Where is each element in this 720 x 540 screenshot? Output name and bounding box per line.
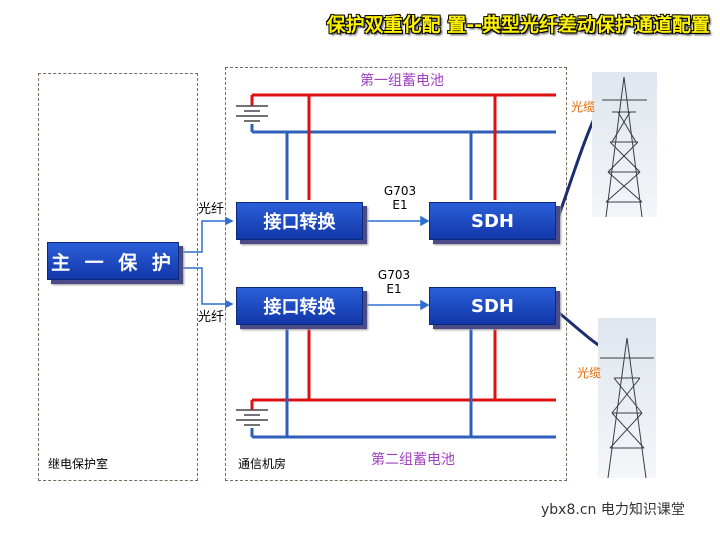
- sdh-box-bottom: SDH: [429, 287, 556, 325]
- relay-room-label: 继电保护室: [48, 457, 109, 471]
- fiber-label-top: 光纤: [198, 202, 225, 217]
- tower-photo-bottom: [598, 318, 656, 478]
- link-arrow-bottom: [364, 299, 430, 311]
- battery1-symbol: [236, 105, 268, 122]
- watermark-text: ybx8.cn 电力知识课堂: [541, 502, 685, 518]
- link-label-bottom-line2: E1: [386, 282, 402, 296]
- transmission-tower-icon: [602, 76, 647, 217]
- page-title: 保护双重化配 置--典型光纤差动保护通道配置: [326, 14, 710, 36]
- link-label-bottom: G703 E1: [369, 268, 419, 296]
- fiber-link-top: [177, 216, 234, 253]
- battery-group1-label: 第一组蓄电池: [360, 73, 444, 89]
- comm-room-region: [225, 67, 567, 481]
- tower-photo-top: [592, 72, 657, 217]
- fiber-link-bottom: [177, 267, 234, 309]
- interface-box-bottom: 接口转换: [236, 287, 363, 325]
- link-label-bottom-line1: G703: [377, 268, 411, 282]
- cable-label-bottom: 光缆: [577, 366, 602, 380]
- link-arrow-top: [364, 215, 430, 227]
- sdh-box-top: SDH: [429, 202, 556, 240]
- battery2-symbol: [236, 409, 268, 426]
- interface-box-top: 接口转换: [236, 202, 363, 240]
- link-label-top: G703 E1: [375, 184, 425, 212]
- link-label-top-line1: G703: [383, 184, 417, 198]
- fiber-label-bottom: 光纤: [198, 310, 225, 325]
- link-label-top-line2: E1: [392, 198, 408, 212]
- battery-group2-label: 第二组蓄电池: [371, 452, 455, 468]
- comm-room-label: 通信机房: [238, 457, 287, 471]
- cable-label-top: 光缆: [571, 100, 596, 114]
- transmission-tower-icon: [600, 337, 654, 478]
- relay-room-region: [38, 73, 198, 481]
- main-protection-box: 主 一 保 护: [47, 242, 179, 280]
